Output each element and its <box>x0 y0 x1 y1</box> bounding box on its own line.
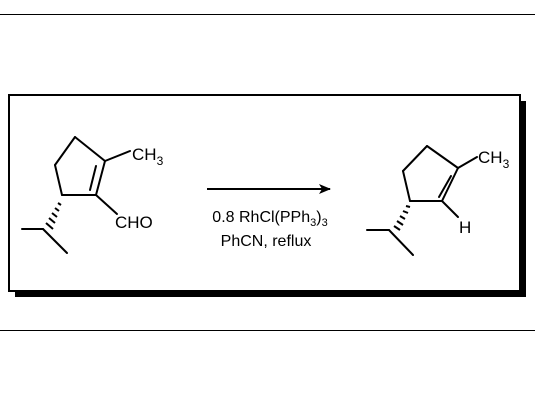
isopropyl-bond <box>388 229 414 256</box>
product-molecule <box>366 145 478 256</box>
product-hydrogen-label: H <box>459 218 471 237</box>
ring-bond <box>402 170 411 202</box>
methyl-bond <box>457 156 478 169</box>
reagent-label: 0.8 RhCl(PPh3)3 <box>212 209 327 229</box>
ring-double-bond <box>441 167 459 202</box>
reactant-molecule <box>21 136 131 254</box>
methyl-bond <box>104 150 131 162</box>
aldehyde-bond <box>95 194 118 215</box>
ring-double-bond-inner <box>89 165 97 191</box>
reactant-stereo-wedge <box>45 202 62 230</box>
top-rule <box>0 14 535 15</box>
ring-double-bond <box>95 160 106 196</box>
ring-double-bond-inner <box>438 175 452 198</box>
hydrogen-bond <box>441 200 459 218</box>
solvent-label: PhCN, reflux <box>221 233 312 250</box>
bottom-rule <box>0 330 535 331</box>
product-methyl-label: CH3 <box>478 148 510 171</box>
reactant-aldehyde-label: CHO <box>115 213 153 232</box>
ring-bond <box>402 145 428 172</box>
ring-bond <box>54 164 63 196</box>
isopropyl-bond <box>42 228 68 254</box>
reactant-methyl-label: CH3 <box>132 145 164 168</box>
product-stereo-wedge <box>393 205 411 231</box>
ring-bond <box>426 145 459 169</box>
ring-bond <box>74 136 106 162</box>
ring-bond <box>54 136 76 166</box>
frame-box <box>8 94 521 292</box>
